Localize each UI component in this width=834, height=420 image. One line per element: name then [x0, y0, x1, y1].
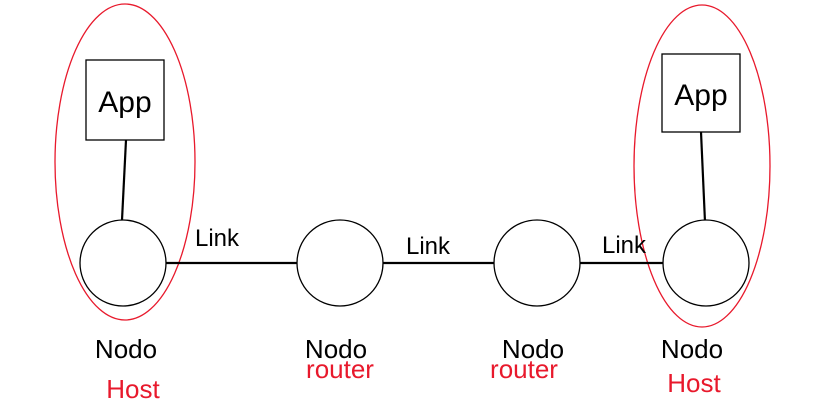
link-label-3: Link — [602, 232, 647, 259]
node-router-2 — [493, 219, 581, 307]
role-label-host-right: Host — [667, 368, 721, 398]
link-label-2: Link — [406, 233, 451, 260]
role-label-router-1: router — [306, 354, 374, 384]
app-label-left: App — [98, 86, 151, 119]
node-label-host-left: Nodo — [95, 334, 157, 364]
host-highlight-left — [54, 3, 196, 321]
app-label-right: App — [674, 79, 727, 112]
host-highlight-right — [633, 4, 771, 328]
app-connector-left — [120, 139, 128, 221]
node-label-router-2: Nodo — [502, 334, 564, 364]
app-box-right: App — [661, 53, 741, 133]
node-label-router-1: Nodo — [305, 334, 367, 364]
node-label-host-right: Nodo — [661, 334, 723, 364]
role-label-router-2: router — [490, 354, 558, 384]
app-box-left: App — [85, 59, 165, 141]
node-router-1 — [296, 219, 384, 307]
app-connector-right — [699, 131, 707, 223]
role-label-host-left: Host — [106, 374, 160, 404]
node-host-right — [662, 219, 750, 307]
link-label-1: Link — [195, 225, 240, 252]
node-host-left — [79, 219, 167, 307]
